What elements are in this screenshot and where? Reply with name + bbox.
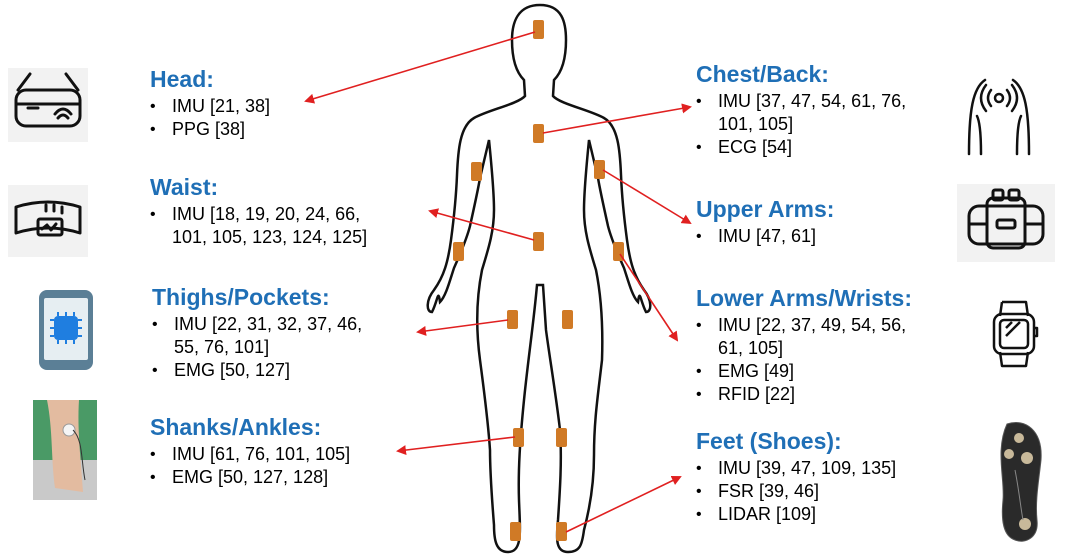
leg-sensor-photo-drawing	[33, 400, 97, 500]
list-item: PPG [38]	[150, 118, 270, 141]
list-item: ECG [54]	[696, 136, 906, 159]
list-item: IMU [61, 76, 101, 105]	[150, 443, 350, 466]
list-item: IMU [47, 61]	[696, 225, 834, 248]
group-upper-arms: Upper Arms: IMU [47, 61]	[696, 196, 834, 248]
smartwatch-icon	[988, 296, 1040, 372]
group-title-chest: Chest/Back:	[696, 61, 906, 87]
group-title-lower-arms: Lower Arms/Wrists:	[696, 285, 912, 311]
group-title-shanks: Shanks/Ankles:	[150, 414, 350, 440]
list-item: EMG [49]	[696, 360, 912, 383]
list-item: LIDAR [109]	[696, 503, 896, 526]
smartphone-thumbnail	[36, 288, 96, 372]
waist-belt-icon	[8, 185, 88, 257]
sensor-marker-thigh-left	[507, 310, 518, 329]
group-title-waist: Waist:	[150, 174, 367, 200]
chest-sensor-icon	[963, 70, 1035, 158]
list-item: RFID [22]	[696, 383, 912, 406]
armband-thumbnail	[957, 184, 1055, 262]
group-head: Head: IMU [21, 38] PPG [38]	[150, 66, 270, 141]
group-title-feet: Feet (Shoes):	[696, 428, 896, 454]
list-item: IMU [18, 19, 20, 24, 66, 101, 105, 123, …	[150, 203, 367, 249]
smartphone-icon	[36, 288, 96, 372]
sensor-marker-lower-arm-left	[453, 242, 464, 261]
group-title-thighs: Thighs/Pockets:	[152, 284, 362, 310]
sensor-marker-waist	[533, 232, 544, 251]
chest-sensor-thumbnail	[963, 70, 1035, 158]
sensor-marker-foot-right	[556, 522, 567, 541]
list-item: IMU [39, 47, 109, 135]	[696, 457, 896, 480]
list-item: IMU [37, 47, 54, 61, 76, 101, 105]	[696, 90, 906, 136]
arrow-head	[306, 32, 535, 101]
list-item: EMG [50, 127]	[152, 359, 362, 382]
leg-sensor-photo	[33, 400, 97, 500]
group-title-upper-arms: Upper Arms:	[696, 196, 834, 222]
group-chest: Chest/Back: IMU [37, 47, 54, 61, 76, 101…	[696, 61, 906, 159]
list-item: IMU [22, 31, 32, 37, 46, 55, 76, 101]	[152, 313, 362, 359]
list-item: IMU [21, 38]	[150, 95, 270, 118]
sensor-marker-foot-left	[510, 522, 521, 541]
arrow-lower-arm	[620, 254, 677, 340]
waist-belt-thumbnail	[8, 185, 88, 257]
sensor-marker-shank-right	[556, 428, 567, 447]
smart-glasses-thumbnail	[8, 68, 88, 142]
group-title-head: Head:	[150, 66, 270, 92]
human-body-outline	[428, 5, 651, 552]
list-item: FSR [39, 46]	[696, 480, 896, 503]
sensor-marker-chest	[533, 124, 544, 143]
smartwatch-thumbnail	[988, 296, 1040, 372]
sensor-marker-upper-arm-left	[471, 162, 482, 181]
insole-sensor-photo	[985, 420, 1055, 544]
group-shanks: Shanks/Ankles: IMU [61, 76, 101, 105] EM…	[150, 414, 350, 489]
group-waist: Waist: IMU [18, 19, 20, 24, 66, 101, 105…	[150, 174, 367, 249]
sensor-marker-head	[533, 20, 544, 39]
list-item: EMG [50, 127, 128]	[150, 466, 350, 489]
armband-icon	[957, 184, 1055, 262]
sensor-marker-thigh-right	[562, 310, 573, 329]
list-item: IMU [22, 37, 49, 54, 56, 61, 105]	[696, 314, 912, 360]
group-lower-arms: Lower Arms/Wrists: IMU [22, 37, 49, 54, …	[696, 285, 912, 406]
group-feet: Feet (Shoes): IMU [39, 47, 109, 135] FSR…	[696, 428, 896, 526]
smart-glasses-icon	[8, 68, 88, 142]
insole-sensor-drawing	[985, 420, 1055, 544]
group-thighs: Thighs/Pockets: IMU [22, 31, 32, 37, 46,…	[152, 284, 362, 382]
